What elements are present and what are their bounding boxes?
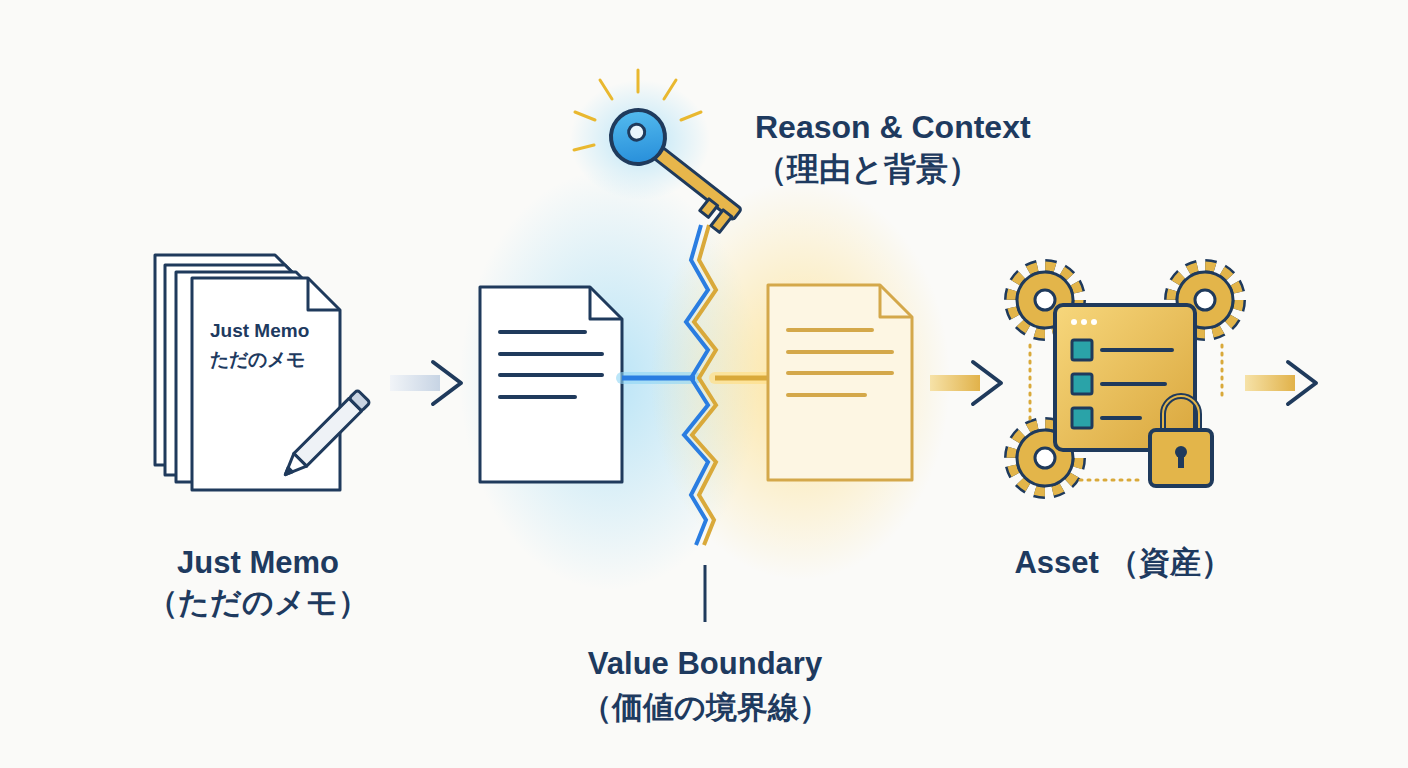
check-box [1072, 408, 1092, 428]
front-page [192, 278, 340, 490]
flow-arrow [930, 362, 1001, 404]
key-tooth [700, 199, 718, 218]
dotted-line [1080, 479, 1140, 482]
ray [575, 112, 595, 120]
ray [681, 112, 701, 120]
text-line [500, 373, 602, 377]
window-dot [1091, 319, 1097, 325]
window-dot [1071, 319, 1077, 325]
key-tooth [711, 210, 732, 233]
text-lines [788, 330, 892, 395]
list-line [1102, 348, 1172, 352]
key-icon [600, 99, 754, 236]
node-group: Just Memo ただのメモ Just Memo （ただのメモ） [140, 240, 380, 640]
ray [637, 70, 640, 92]
blue-beam [622, 376, 695, 381]
ray [600, 80, 612, 99]
page-fold [308, 278, 340, 310]
ray [574, 145, 594, 150]
key-shaft [651, 145, 742, 220]
lock-shackle [1163, 396, 1199, 432]
page-fold [880, 285, 912, 317]
text-line [788, 328, 872, 332]
arrow-shaft [1245, 375, 1295, 391]
arrow-head [1288, 362, 1316, 404]
node-group: Asset （資産） [1000, 260, 1250, 640]
gear-hole [1195, 290, 1215, 310]
key-label: Reason & Context （理由と背景） [755, 106, 1095, 190]
gold-beam-glow [715, 372, 768, 384]
text-line [788, 350, 892, 354]
gold-document [768, 285, 912, 480]
check-box [1072, 374, 1092, 394]
asset-icon [1011, 266, 1239, 492]
lock-shackle [1163, 396, 1199, 432]
pencil [279, 390, 370, 481]
key-head [600, 99, 676, 175]
pencil-lead [283, 468, 292, 477]
document-page [480, 287, 622, 482]
page-fold [590, 287, 622, 319]
pencil-body [294, 398, 362, 466]
text-line [500, 352, 602, 356]
text-lines [500, 332, 602, 397]
keyhole [1178, 452, 1184, 468]
text-line [500, 330, 585, 334]
dotted-line [1029, 345, 1032, 420]
blue-beam-glow [622, 372, 695, 384]
window-dot [1081, 319, 1087, 325]
flow-arrow [390, 362, 461, 404]
text-line [788, 371, 892, 375]
arrow-head [433, 362, 461, 404]
lock-body [1150, 430, 1212, 486]
text-line [788, 393, 865, 397]
memo-text: Just Memo ただのメモ [210, 316, 350, 374]
node-heading: Asset （資産） [998, 543, 1248, 583]
text-line [500, 395, 575, 399]
list-line [1102, 416, 1140, 420]
padlock [1150, 396, 1212, 486]
ray [664, 80, 676, 99]
boundary-label: Value Boundary （価値の境界線） [545, 642, 865, 730]
list-line [1102, 382, 1165, 386]
dotted-line [1221, 345, 1224, 400]
pencil-eraser [349, 390, 370, 411]
boundary-pointer [704, 565, 707, 622]
check-box [1072, 340, 1092, 360]
gold-beam [715, 376, 768, 381]
arrow-head [973, 362, 1001, 404]
arrow-shaft [930, 375, 980, 391]
pencil-tip [279, 453, 307, 481]
document-page [768, 285, 912, 480]
boundary-gold [692, 225, 716, 545]
node-heading: Just Memo （ただのメモ） [138, 543, 378, 623]
arrow-shaft [390, 375, 440, 391]
gear-hole [1035, 290, 1055, 310]
gear-hole [1035, 448, 1055, 468]
checklist [1072, 340, 1172, 428]
plain-document [480, 287, 622, 482]
flow-arrow [1245, 362, 1316, 404]
key-hole [625, 121, 647, 143]
